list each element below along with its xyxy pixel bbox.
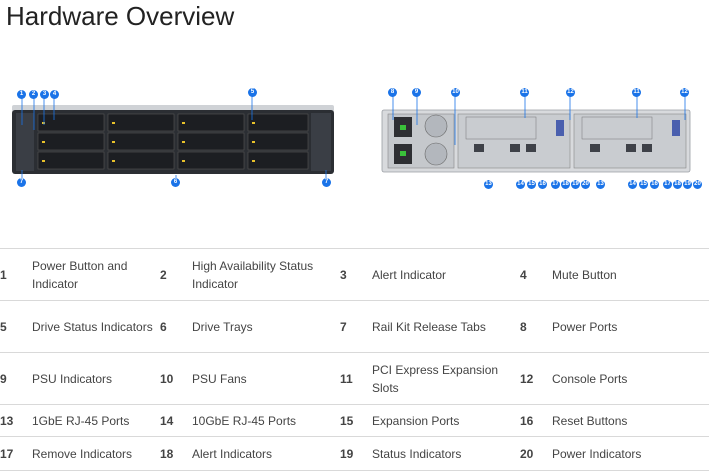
callout-16-b: 16 [650, 180, 659, 189]
item-label: PSU Fans [192, 371, 247, 386]
callout-15-a: 15 [527, 180, 536, 189]
item-number: 2 [160, 267, 167, 282]
item-number: 11 [340, 371, 353, 386]
item-label: Alert Indicators [192, 446, 273, 461]
callout-14-b: 14 [628, 180, 637, 189]
item-number: 8 [520, 319, 527, 334]
item-number: 16 [520, 413, 534, 428]
table-row: 13 1GbE RJ-45 Ports 14 10GbE RJ-45 Ports… [0, 404, 709, 437]
item-number: 5 [0, 319, 7, 334]
callout-15-b: 15 [639, 180, 648, 189]
item-number: 17 [0, 446, 14, 461]
table-row: 9 PSU Indicators 10 PSU Fans 11 PCI Expr… [0, 352, 709, 405]
item-label: Expansion Ports [372, 413, 460, 428]
item-number: 9 [0, 371, 7, 386]
item-number: 7 [340, 319, 347, 334]
callout-3: 3 [40, 90, 49, 99]
item-number: 10 [160, 371, 174, 386]
page-title: Hardware Overview [6, 1, 235, 31]
item-label: Drive Trays [192, 319, 253, 334]
callout-13-b: 13 [596, 180, 605, 189]
item-label: Rail Kit Release Tabs [372, 319, 486, 334]
item-number: 14 [160, 413, 174, 428]
table-row: 1 Power Button and Indicator 2 High Avai… [0, 248, 709, 301]
item-number: 12 [520, 371, 534, 386]
item-label: Power Indicators [552, 446, 642, 461]
callout-7-left: 7 [17, 178, 26, 187]
item-number: 3 [340, 267, 347, 282]
item-number: 6 [160, 319, 167, 334]
callout-14-a: 14 [516, 180, 525, 189]
item-label: Power Ports [552, 319, 618, 334]
callout-12-b: 12 [680, 88, 689, 97]
item-label: Reset Buttons [552, 413, 628, 428]
callout-12-a: 12 [566, 88, 575, 97]
front-view-figure: 1 2 3 4 5 6 7 7 [8, 80, 338, 195]
table-row: 5 Drive Status Indicators 6 Drive Trays … [0, 300, 709, 353]
front-panel-illustration [12, 96, 334, 178]
callout-2: 2 [29, 90, 38, 99]
callout-5: 5 [248, 88, 257, 97]
component-legend-table: 1 Power Button and Indicator 2 High Avai… [0, 248, 709, 471]
item-label: Drive Status Indicators [32, 319, 153, 334]
item-label: Mute Button [552, 267, 617, 282]
item-number: 1 [0, 267, 7, 282]
item-label: Console Ports [552, 371, 628, 386]
item-label: Status Indicators [372, 446, 462, 461]
callout-19-b: 19 [683, 180, 692, 189]
item-label: Alert Indicator [372, 267, 447, 282]
item-number: 19 [340, 446, 354, 461]
callout-11-a: 11 [520, 88, 529, 97]
callout-20-a: 20 [581, 180, 590, 189]
item-label: PSU Indicators [32, 371, 113, 386]
item-number: 20 [520, 446, 534, 461]
callout-20-b: 20 [693, 180, 702, 189]
callout-6: 6 [171, 178, 180, 187]
callout-9: 9 [412, 88, 421, 97]
callout-4: 4 [50, 90, 59, 99]
callout-8: 8 [388, 88, 397, 97]
item-number: 15 [340, 413, 354, 428]
rear-view-figure: 8 9 10 11 11 12 12 13 14 15 16 17 18 19 … [380, 80, 709, 195]
callout-16-a: 16 [538, 180, 547, 189]
item-number: 4 [520, 267, 527, 282]
item-number: 18 [160, 446, 174, 461]
item-label: Remove Indicators [32, 446, 133, 461]
callout-11-b: 11 [632, 88, 641, 97]
callout-10: 10 [451, 88, 460, 97]
item-label: 1GbE RJ-45 Ports [32, 413, 130, 428]
item-label: PCI Express Expansion Slots [372, 362, 499, 395]
table-row: 17 Remove Indicators 18 Alert Indicators… [0, 436, 709, 471]
callout-19-a: 19 [571, 180, 580, 189]
callout-1: 1 [17, 90, 26, 99]
item-label: Power Button and Indicator [32, 258, 128, 291]
callout-17-a: 17 [551, 180, 560, 189]
callout-18-b: 18 [673, 180, 682, 189]
item-number: 13 [0, 413, 14, 428]
item-label: 10GbE RJ-45 Ports [192, 413, 297, 428]
item-label: High Availability Status Indicator [192, 258, 314, 291]
rear-panel-illustration [381, 96, 691, 173]
callout-7-right: 7 [322, 178, 331, 187]
callout-13-a: 13 [484, 180, 493, 189]
callout-17-b: 17 [663, 180, 672, 189]
callout-18-a: 18 [561, 180, 570, 189]
